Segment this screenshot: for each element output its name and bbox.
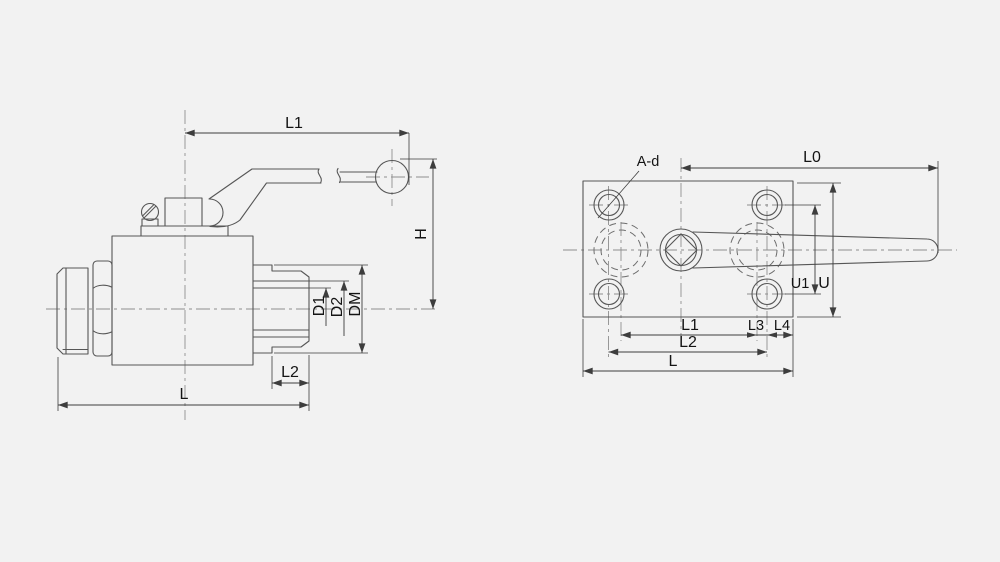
- break-line-icon: [317, 168, 322, 184]
- dim-L0: L0: [680, 149, 939, 253]
- stem-block: [164, 197, 203, 227]
- port-hidden-circles: [593, 222, 785, 278]
- bolt-hole: [593, 278, 625, 310]
- callout-label-a-d: A-d: [637, 154, 660, 170]
- dim-U1: U1: [785, 204, 821, 295]
- bolt-holes: [593, 189, 783, 310]
- dim-label-dm: DM: [347, 292, 364, 317]
- stem-square: [664, 233, 698, 267]
- dim-label-l0: L0: [803, 149, 821, 166]
- bolt-hole: [751, 189, 783, 221]
- handle-lever: [208, 159, 410, 228]
- dim-L2-side: L2: [271, 356, 310, 389]
- dim-DM: DM: [274, 264, 368, 354]
- dim-label-l-side: L: [180, 386, 189, 403]
- screw-slot-icon: [143, 205, 157, 219]
- dim-chain-L1-L3-L4: L1 L3 L4: [620, 317, 794, 339]
- dim-label-d1: D1: [311, 296, 328, 317]
- hex-nut: [92, 260, 113, 357]
- side-view-centerlines: [46, 110, 438, 420]
- stem-top: [659, 228, 703, 272]
- dim-label-d2: D2: [329, 297, 346, 318]
- outlet-port: [252, 264, 310, 354]
- top-view-centerlines: [563, 158, 957, 357]
- stem-screw: [140, 202, 160, 227]
- dim-label-l3: L3: [748, 318, 764, 334]
- bolt-hole: [593, 189, 625, 221]
- dim-D2: D2: [309, 280, 349, 336]
- dim-label-u: U: [818, 275, 830, 292]
- break-line-icon: [336, 167, 341, 184]
- dim-label-l4: L4: [774, 318, 790, 334]
- valve-body: [111, 197, 254, 366]
- dim-label-h: H: [413, 228, 430, 240]
- dim-label-l1-top: L1: [681, 317, 699, 334]
- side-view: L1 H D1 D2 DM L2: [46, 110, 438, 420]
- dim-label-u1: U1: [791, 276, 810, 292]
- dim-label-l2-side: L2: [281, 364, 299, 381]
- end-plug: [56, 267, 89, 355]
- flange-body: [582, 180, 794, 318]
- callout-A-d: A-d: [597, 154, 660, 219]
- dim-L-side: L: [57, 355, 310, 411]
- dim-label-l-top: L: [669, 353, 678, 370]
- dim-U: U: [797, 182, 841, 318]
- top-view: A-d L0 U U1 L1 L3 L4: [563, 149, 957, 377]
- dim-L-top: L: [582, 319, 794, 377]
- bonnet-flange: [140, 225, 229, 237]
- dim-D1: D1: [309, 287, 331, 326]
- dim-L2-top: L2: [608, 334, 768, 356]
- bolt-hole: [751, 278, 783, 310]
- dim-H: H: [400, 158, 437, 310]
- dim-label-l1-side: L1: [285, 115, 303, 132]
- dim-label-l2-top: L2: [679, 334, 697, 351]
- ball-knob: [374, 159, 410, 195]
